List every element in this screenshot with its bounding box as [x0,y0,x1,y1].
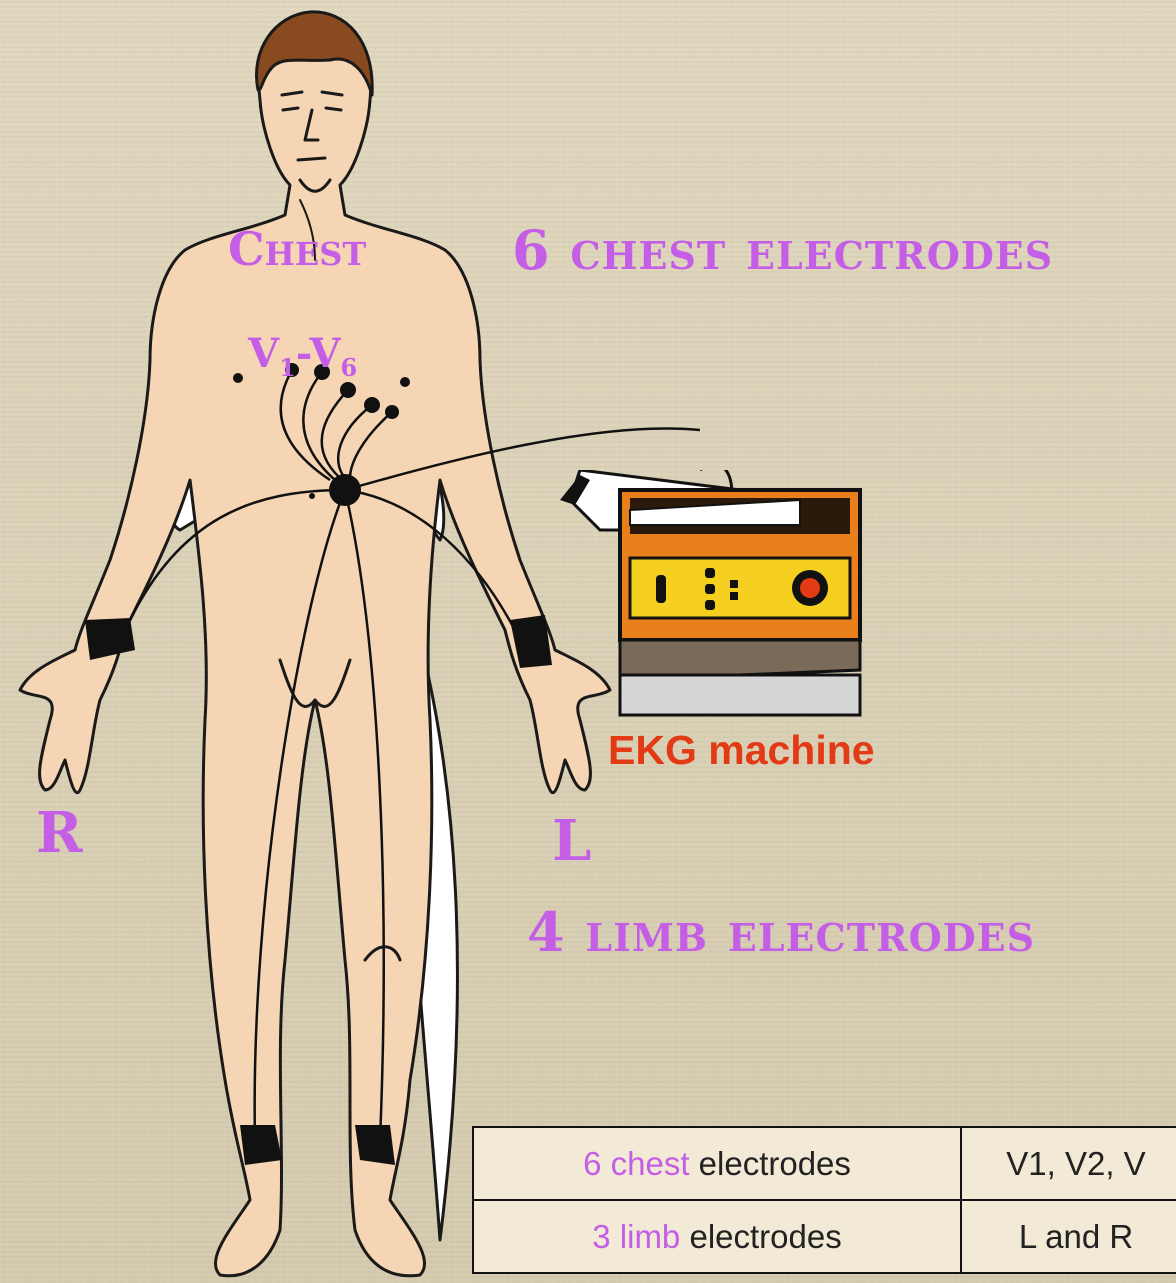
right-side-label: R [36,800,83,866]
ekg-machine-label: EKG machine [608,727,875,774]
table-row: 6 chest electrodes V1, V2, V [473,1127,1176,1200]
table-cell: V1, V2, V [961,1127,1176,1200]
table-cell: 6 chest electrodes [473,1127,961,1200]
chest-leads-label: V1-V6 [248,330,357,382]
chest-label: Chest [228,222,366,276]
table-cell: 3 limb electrodes [473,1200,961,1273]
limb-electrodes-heading: 4 limb electrodes [527,900,1035,964]
chest-electrodes-heading: 6 chest electrodes [512,218,1053,282]
table-row: 3 limb electrodes L and R [473,1200,1176,1273]
left-side-label: L [552,808,591,874]
electrode-table: 6 chest electrodes V1, V2, V 3 limb elec… [472,1126,1176,1274]
table-cell: L and R [961,1200,1176,1273]
ekg-machine-icon [560,470,870,730]
